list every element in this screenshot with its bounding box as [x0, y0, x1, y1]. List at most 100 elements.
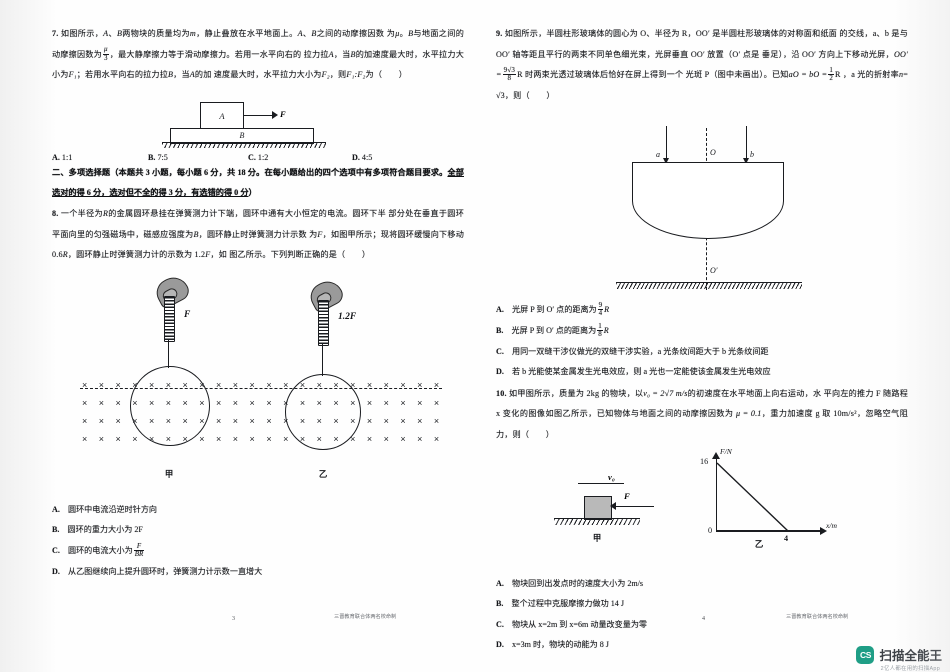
q9-ao-bo: aO = bO =	[788, 70, 828, 80]
cs-logo-icon: CS	[856, 645, 875, 664]
q7-option-c[interactable]: C. 1:2	[248, 152, 269, 162]
q10-initial-velocity: v₀ = 2√7 m/s	[643, 388, 688, 398]
q10-option-b[interactable]: B. 整个过程中克服摩擦力做功 14 J	[496, 599, 624, 609]
x-axis-arrow-icon	[820, 526, 827, 535]
camscanner-watermark: CS 扫描全能王 2亿人都在用的扫描App	[856, 645, 942, 672]
section-2-heading: 二、多项选择题（本题共 3 小题，每小题 6 分，共 18 分。在每小题给出的四…	[52, 163, 464, 204]
q10-line2: 平向左的推力 F 随路程 x 变化的图像如图乙所示，已知物体与地面之间的动摩擦因…	[496, 388, 909, 419]
hook-line-left	[168, 339, 170, 368]
q9-option-c[interactable]: C. 用同一双缝干涉仪做光的双缝干涉实验，a 光条纹间距大于 b 光条纹间距	[496, 346, 769, 356]
q8-sym-r: R	[102, 208, 109, 218]
q7-line2-a: 为	[386, 29, 396, 38]
arrow-head-icon	[272, 110, 278, 119]
q10-line1-b: 的初速度在水平地面上向右运动，水	[687, 388, 822, 398]
figure-caption-jia: 甲	[164, 469, 174, 479]
q7-option-a[interactable]: A. 1:1	[52, 152, 73, 162]
question-7-options: A. 1:1 B. 7:5 C. 1:2 D. 4:5	[52, 153, 464, 162]
q8-line3-a: 为	[309, 229, 318, 239]
q7-line1-d: 之间的动摩擦因数	[316, 29, 385, 38]
q10-line3-b: ，重力加速度 g 取 10m/s²，忽略空气阻力，则（ ）	[496, 409, 908, 439]
q7-line4-c: 为（ ）	[365, 70, 408, 80]
q10-line1-a: 如甲图所示，质量为 2kg 的物块，以	[509, 388, 644, 398]
q8-line3-c: ，圆环静止时弹簧测力计的示数为 1.2	[67, 250, 206, 260]
force-vs-distance-chart: F/N x/m 16 0 4 乙	[692, 447, 842, 549]
left-column: 7. 如图所示，A、B两物块的质量均为m，静止叠放在水平地面上。A、B之间的动摩…	[52, 24, 464, 582]
velocity-label: v₀	[608, 471, 615, 482]
ground-hatching	[554, 517, 640, 525]
left-page-footer: 三晋教育联合体两名校命制	[334, 614, 397, 620]
figure-caption-jia: 甲	[592, 533, 602, 543]
spring-scale-right	[318, 299, 329, 346]
q8-option-a[interactable]: A. 圆环中电流沿逆时针方向	[52, 504, 158, 514]
q8-option-d[interactable]: D. 从乙图继续向上提升圆环时，弹簧测力计示数一直增大	[52, 566, 263, 576]
q8-option-b[interactable]: B. 圆环的重力大小为 2F	[52, 525, 143, 535]
q10-option-c[interactable]: C. 物块从 x=2m 到 x=6m 动量改变量为零	[496, 619, 648, 629]
watermark-brand: 扫描全能王	[879, 649, 942, 663]
q7-line2-d: ，最大静摩擦力等于滑动摩擦力。若用一水平向右的	[109, 49, 302, 59]
velocity-line	[578, 482, 624, 484]
question-7-text: 7. 如图所示，A、B两物块的质量均为m，静止叠放在水平地面上。A、B之间的动摩…	[52, 24, 464, 86]
question-8-figure: F 1.2F ×××××××××××××××××××××× ××××××××××…	[52, 270, 464, 498]
force-label: F	[280, 108, 286, 119]
watermark-tagline: 2亿人都在用的扫描App	[880, 666, 940, 672]
q7-option-d[interactable]: D. 4:5	[352, 152, 373, 162]
section-2-title: 二、多项选择题	[52, 167, 111, 177]
q10-number: 10.	[496, 388, 507, 398]
chart-caption-yi: 乙	[754, 539, 764, 549]
q8-line3-d: ，如	[210, 250, 227, 260]
section-2-body-b: 合题目要求。	[397, 167, 448, 177]
question-8-options: A. 圆环中电流沿逆时针方向 B. 圆环的重力大小为 2F C. 圆环的电流大小…	[52, 500, 464, 582]
q9-line4-a: 光斑 P（图中未画出）。已知	[685, 70, 789, 80]
spring-scale-left	[164, 295, 175, 342]
spring-reading-left: F	[184, 309, 191, 320]
q7-line1-a: 如图所示，	[60, 29, 104, 38]
q7-sym-b4: B	[350, 49, 356, 59]
q10-option-a[interactable]: A. 物块回到出发点时的速度大小为 2m/s	[496, 578, 644, 588]
q7-sym-f1: F₁	[68, 70, 77, 80]
q10-friction-coeff: μ = 0.1	[735, 409, 762, 419]
semicylindrical-glass	[632, 162, 784, 240]
beam-b-arrow-icon	[743, 158, 749, 165]
field-x-row: ××××××××××××××××××××××	[82, 379, 451, 390]
q7-line4-a: 速度最大时，水平拉力大小为	[213, 70, 322, 80]
q7-ratio: F₁:F₂	[346, 70, 366, 80]
push-force-arrow: F	[610, 491, 654, 512]
q8-sym-f2: F	[205, 250, 211, 260]
q8-sym-f: F	[317, 229, 323, 239]
chart-ylabel: F/N	[720, 446, 732, 456]
q7-sym-f2: F₂	[321, 70, 330, 80]
field-x-row: ××××××××××××××××××××××	[82, 433, 451, 444]
q8-line4: 图乙所示。下列判断正确的是（ ）	[229, 250, 371, 260]
question-8-text: 8. 一个半径为R的金属圆环悬挂在弹簧测力计下端，圆环中通有大小恒定的电流。圆环…	[52, 204, 464, 266]
right-column: 9. 如图所示，半圆柱形玻璃体的圆心为 O、半径为 R，OO′ 是半圆柱形玻璃体…	[496, 24, 908, 656]
q7-option-b[interactable]: B. 7:5	[148, 152, 168, 162]
q9-line3-b: R 时两束光透过玻璃体后恰好在屏上得到一个	[517, 70, 684, 80]
metal-ring-left	[130, 365, 210, 446]
q8-line1-a: 一个半径为	[60, 208, 103, 218]
q9-option-d[interactable]: D. 若 b 光能使某金属发生光电效应，则 a 光也一定能使该金属发生光电效应	[496, 367, 771, 377]
q8-line3-b: ，如图甲所示；现将圆环缓慢向下移动 0.6	[52, 229, 464, 260]
q7-line1-b: 两物块的质量均为	[122, 29, 190, 38]
q10-option-d[interactable]: D. x=3m 时，物块的动能为 8 J	[496, 640, 609, 650]
field-boundary-line	[80, 387, 442, 389]
block-object	[584, 495, 612, 520]
q7-number: 7.	[52, 29, 59, 38]
left-page: 7. 如图所示，A、B两物块的质量均为m，静止叠放在水平地面上。A、B之间的动摩…	[0, 0, 476, 672]
q7-sym-m: m	[189, 29, 196, 38]
q9-line1: 如图所示，半圆柱形玻璃体的圆心为 O、半径为 R，OO′ 是半圆柱形玻璃体的对称…	[504, 29, 838, 38]
hook-line-right	[322, 343, 324, 376]
q9-line2: 的交线，a、b 是与 OO′ 轴等距且平行的两束不同单色细光束，光屏垂直 OO′…	[496, 29, 908, 59]
point-o-prime-label: O′	[710, 266, 718, 276]
section-2-body-c: ）	[248, 188, 257, 198]
block-a: A	[200, 101, 244, 130]
field-x-row: ××××××××××××××××××××××	[82, 397, 451, 408]
arrow-head-icon	[610, 501, 616, 510]
q8-number: 8.	[52, 208, 59, 218]
q7-sym-mu: μ	[395, 29, 400, 38]
